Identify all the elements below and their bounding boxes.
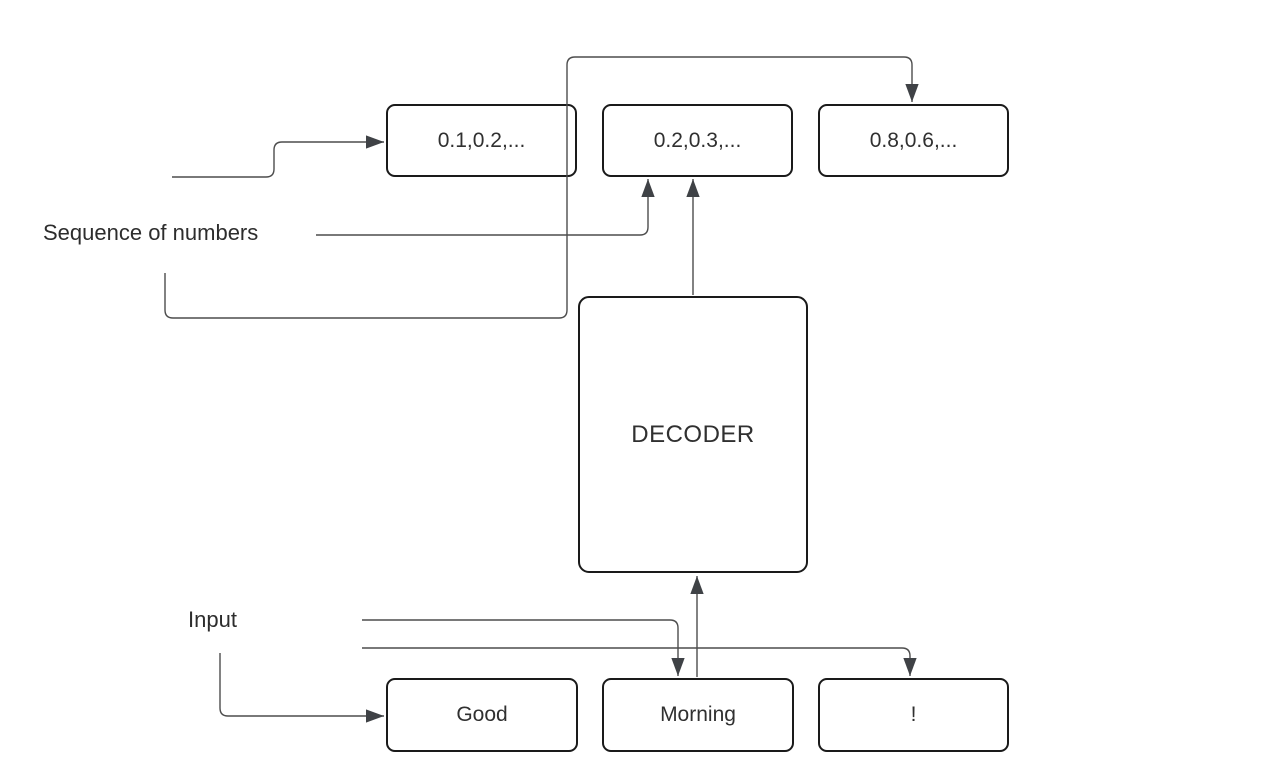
node-word-morning: Morning	[602, 678, 794, 752]
node-word-exclamation-label: !	[910, 703, 917, 726]
connector-input-to-morning	[362, 619, 685, 676]
node-vector-3: 0.8,0.6,...	[818, 104, 1009, 177]
connector-input-to-exclamation	[362, 647, 917, 676]
node-vector-2-label: 0.2,0.3,...	[653, 128, 742, 152]
node-word-morning-label: Morning	[660, 703, 736, 726]
node-decoder-label: DECODER	[631, 420, 755, 448]
connector-seq-label-to-vector3	[164, 56, 919, 319]
node-vector-1-label: 0.1,0.2,...	[437, 128, 526, 152]
node-vector-2: 0.2,0.3,...	[602, 104, 793, 177]
node-vector-1: 0.1,0.2,...	[386, 104, 577, 177]
node-decoder: DECODER	[578, 296, 808, 573]
node-word-good-label: Good	[456, 703, 508, 726]
connector-seq-label-to-vector2	[316, 179, 655, 236]
connector-input-label-to-good	[219, 653, 384, 723]
node-vector-3-label: 0.8,0.6,...	[869, 128, 958, 152]
label-input: Input	[188, 607, 237, 632]
node-word-exclamation: !	[818, 678, 1009, 752]
label-sequence-of-numbers: Sequence of numbers	[43, 220, 259, 245]
connector-left-stub-to-vector1	[172, 135, 384, 178]
node-word-good: Good	[386, 678, 578, 752]
